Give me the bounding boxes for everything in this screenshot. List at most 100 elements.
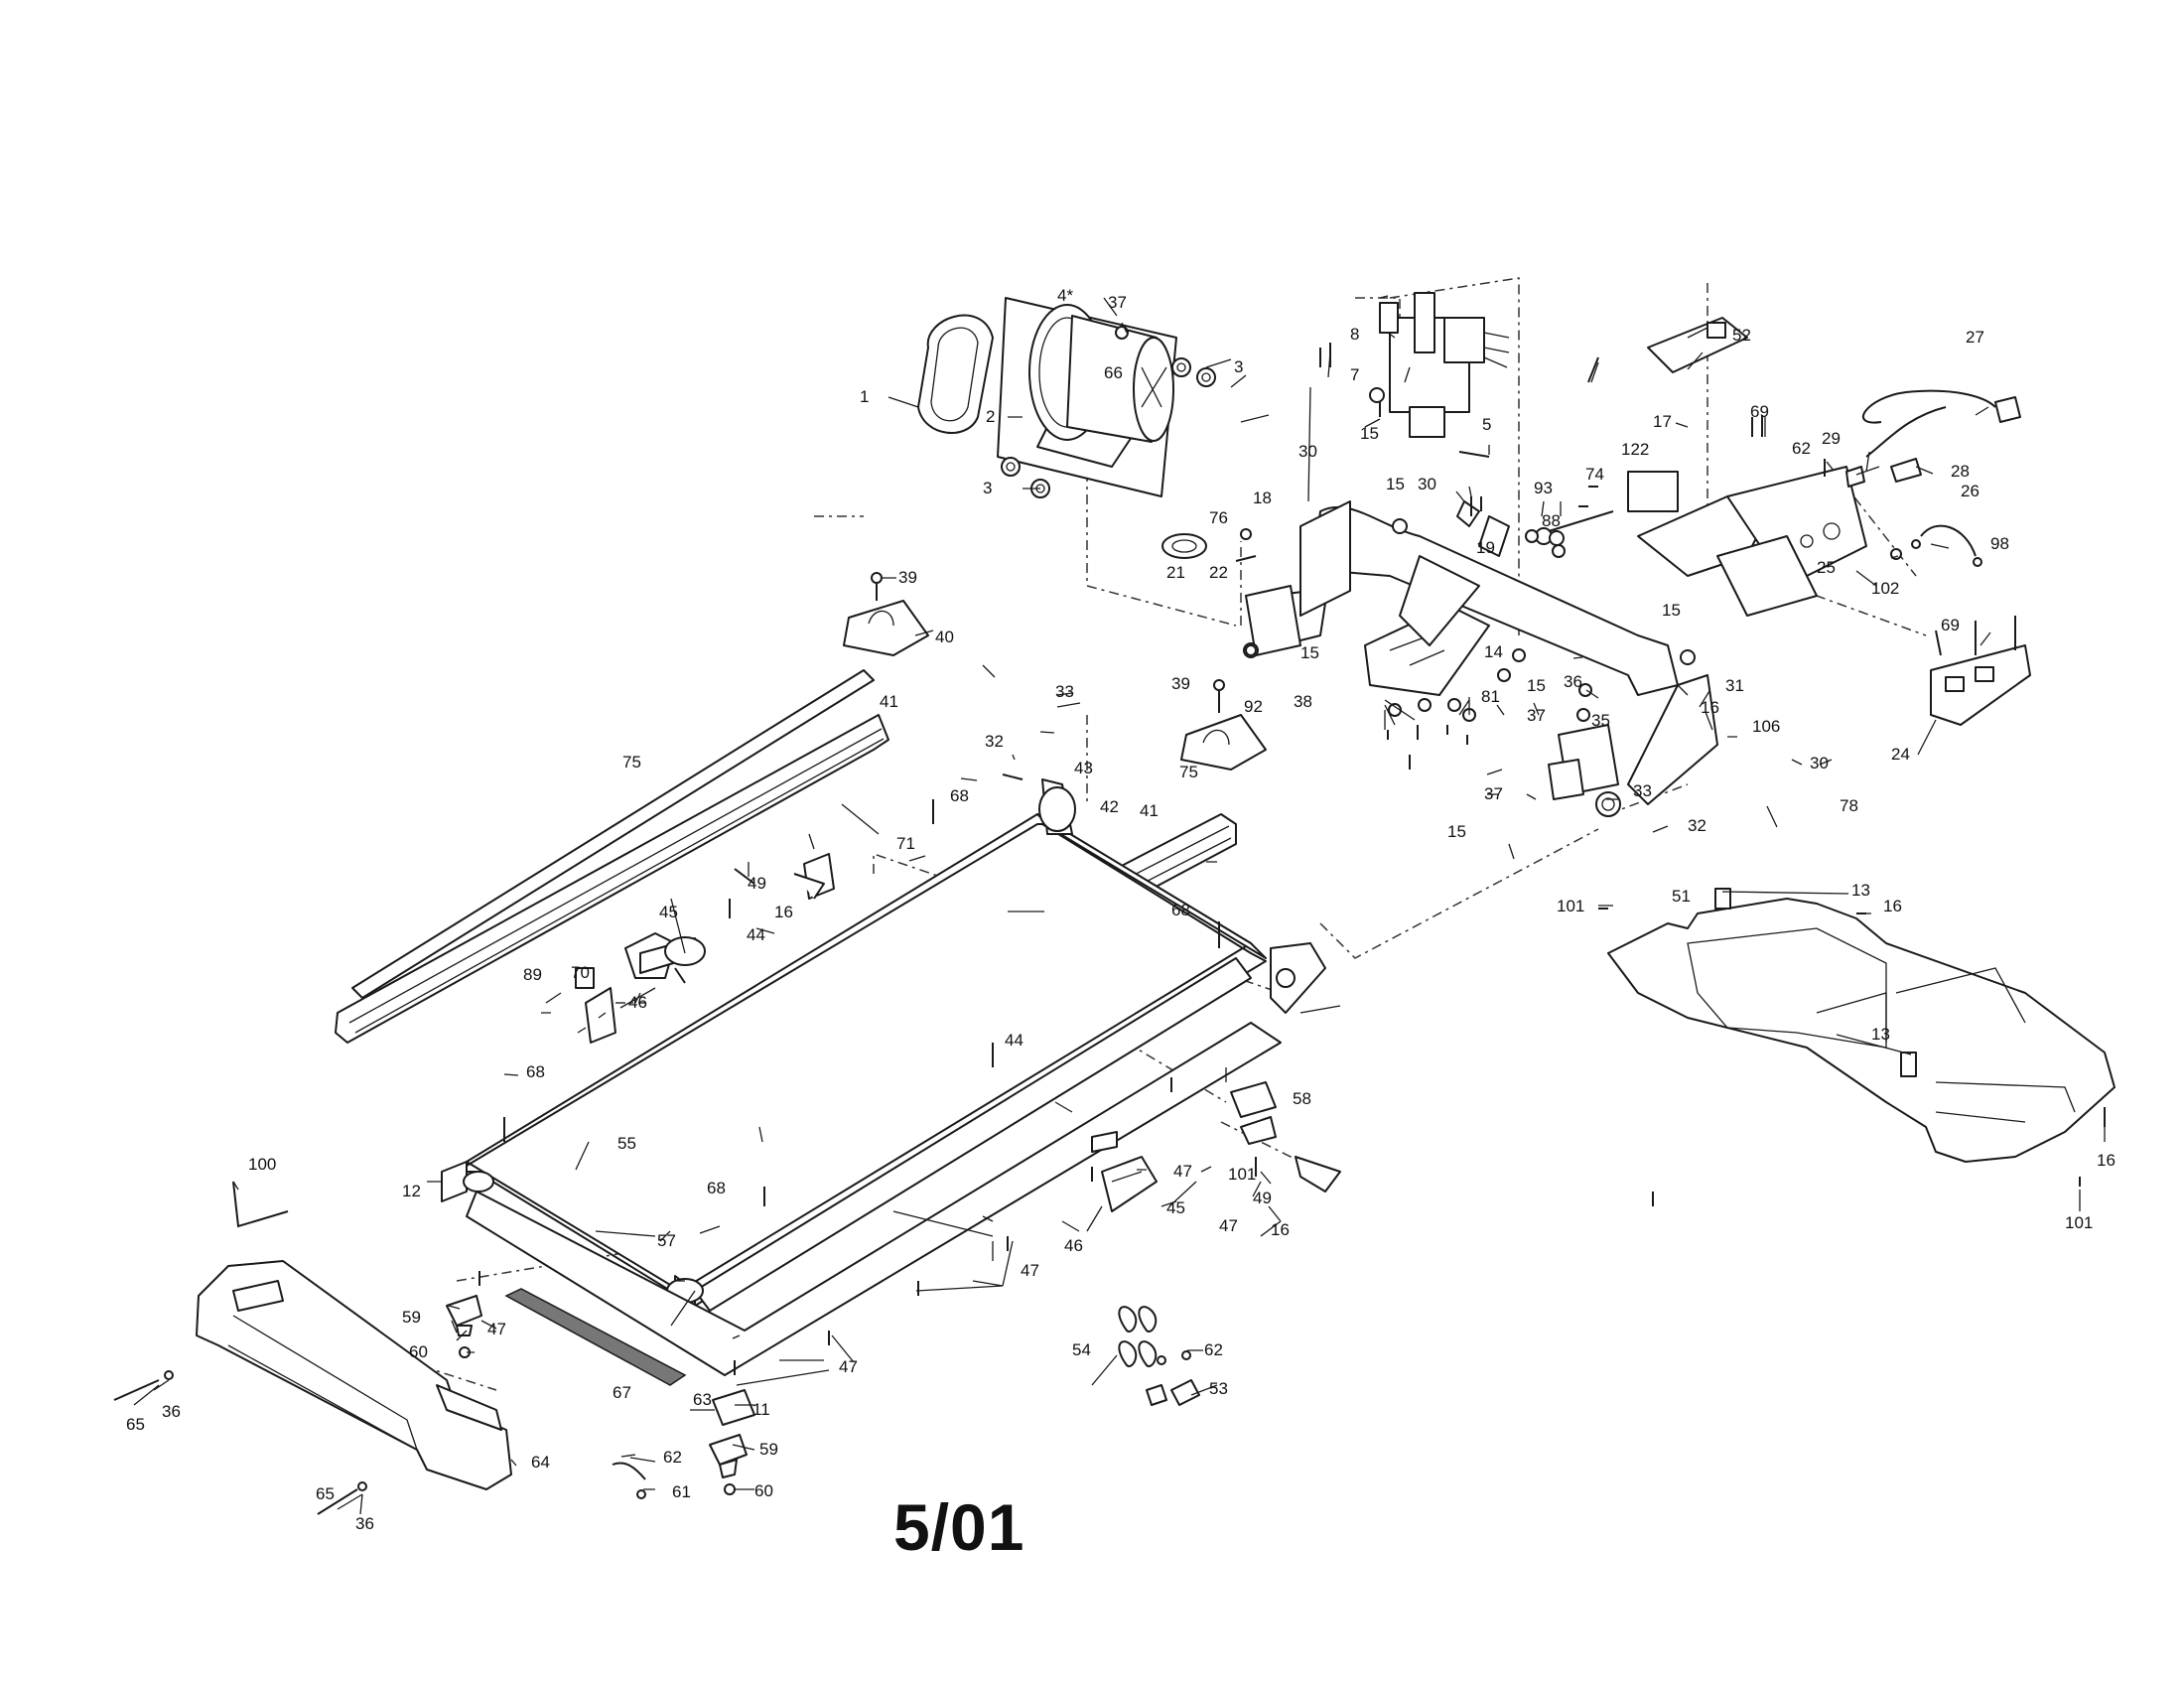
callout-49: 49 xyxy=(1253,1189,1272,1207)
callout-36: 36 xyxy=(1564,672,1582,691)
callout-21: 21 xyxy=(1166,563,1185,582)
callout-35: 35 xyxy=(1591,711,1610,730)
callout-37: 37 xyxy=(1484,784,1503,803)
callout-44: 44 xyxy=(747,925,765,944)
callout-labels: 1 2 3 3 4* 5 7 8 11 12 13 13 14 15 15 15… xyxy=(126,286,2116,1533)
callout-29: 29 xyxy=(1822,429,1841,448)
callout-24: 24 xyxy=(1891,745,1910,764)
callout-65: 65 xyxy=(316,1484,335,1503)
callout-41: 41 xyxy=(880,692,898,711)
callout-54: 54 xyxy=(1072,1340,1091,1359)
callout-43: 43 xyxy=(1074,759,1093,777)
callout-13: 13 xyxy=(1871,1025,1890,1044)
callout-3: 3 xyxy=(1234,357,1243,376)
callout-101: 101 xyxy=(1557,897,1584,915)
callout-68: 68 xyxy=(1171,901,1190,919)
callout-46: 46 xyxy=(1064,1236,1083,1255)
motor-assembly xyxy=(997,297,1177,497)
callout-47: 47 xyxy=(487,1320,506,1338)
callout-37: 37 xyxy=(1108,293,1127,312)
callout-60: 60 xyxy=(409,1342,428,1361)
callout-64: 64 xyxy=(531,1453,550,1472)
drive-belt xyxy=(916,314,995,434)
callout-39: 39 xyxy=(898,568,917,587)
rear-hood xyxy=(1598,888,2116,1187)
date-code: 5/01 xyxy=(893,1490,1025,1564)
callout-33: 33 xyxy=(1055,682,1074,701)
callout-68: 68 xyxy=(526,1062,545,1081)
belt-guide xyxy=(504,1288,687,1386)
callout-15: 15 xyxy=(1360,424,1379,443)
deck-screws xyxy=(478,773,1654,1375)
callout-74: 74 xyxy=(1585,465,1604,484)
callout-75: 75 xyxy=(1179,763,1198,781)
callout-47: 47 xyxy=(839,1357,858,1376)
callout-16: 16 xyxy=(2097,1151,2116,1170)
callout-89: 89 xyxy=(523,965,542,984)
callout-69: 69 xyxy=(1941,616,1960,634)
callout-59: 59 xyxy=(402,1308,421,1327)
callout-30: 30 xyxy=(1810,754,1829,772)
callout-7: 7 xyxy=(1350,365,1359,384)
callout-12: 12 xyxy=(402,1182,421,1200)
callout-51: 51 xyxy=(1672,887,1691,906)
callout-81: 81 xyxy=(1481,687,1500,706)
callout-60: 60 xyxy=(754,1481,773,1500)
feet-and-levelers xyxy=(232,1116,1277,1499)
callout-36: 36 xyxy=(355,1514,374,1533)
callout-15: 15 xyxy=(1527,676,1546,695)
callout-28: 28 xyxy=(1951,462,1970,481)
callout-27: 27 xyxy=(1966,328,1984,347)
callout-15: 15 xyxy=(1300,643,1319,662)
callout-30: 30 xyxy=(1418,475,1436,493)
callout-62: 62 xyxy=(663,1448,682,1467)
callout-98: 98 xyxy=(1990,534,2009,553)
callout-37: 37 xyxy=(1527,706,1546,725)
callout-68: 68 xyxy=(707,1179,726,1197)
callout-61: 61 xyxy=(672,1482,691,1501)
callout-122: 122 xyxy=(1621,440,1649,459)
callout-32: 32 xyxy=(1688,816,1706,835)
callout-13: 13 xyxy=(1851,881,1870,900)
callout-39: 39 xyxy=(1171,674,1190,693)
callout-30: 30 xyxy=(1298,442,1317,461)
callout-40: 40 xyxy=(935,628,954,646)
callout-76: 76 xyxy=(1209,508,1228,527)
left-side-rails xyxy=(335,572,929,1044)
front-hood xyxy=(113,1260,512,1515)
incline-frame xyxy=(1243,500,1718,817)
callout-3: 3 xyxy=(983,479,992,497)
callout-45: 45 xyxy=(659,903,678,921)
electronics xyxy=(1627,317,2031,726)
callout-36: 36 xyxy=(162,1402,181,1421)
callout-68: 68 xyxy=(950,786,969,805)
callout-leaders xyxy=(133,295,2106,1515)
callout-49: 49 xyxy=(748,874,766,893)
callout-78: 78 xyxy=(1840,796,1858,815)
callout-52: 52 xyxy=(1732,326,1751,345)
callout-59: 59 xyxy=(759,1440,778,1459)
callout-17: 17 xyxy=(1653,412,1672,431)
callout-47: 47 xyxy=(1219,1216,1238,1235)
callout-32: 32 xyxy=(985,732,1004,751)
callout-41: 41 xyxy=(1140,801,1159,820)
callout-57: 57 xyxy=(657,1231,676,1250)
callout-101: 101 xyxy=(2065,1213,2093,1232)
callout-22: 22 xyxy=(1209,563,1228,582)
deck-parts xyxy=(575,853,1341,1212)
callout-44: 44 xyxy=(1005,1031,1024,1050)
callout-71: 71 xyxy=(896,834,915,853)
callout-26: 26 xyxy=(1961,482,1979,500)
callout-15: 15 xyxy=(1447,822,1466,841)
callout-67: 67 xyxy=(613,1383,631,1402)
callout-4: 4* xyxy=(1057,286,1073,305)
callout-8: 8 xyxy=(1350,325,1359,344)
callout-19: 19 xyxy=(1476,538,1495,557)
callout-33: 33 xyxy=(1633,781,1652,800)
callout-102: 102 xyxy=(1871,579,1899,598)
callout-106: 106 xyxy=(1752,717,1780,736)
callout-62: 62 xyxy=(1204,1340,1223,1359)
callout-14: 14 xyxy=(1484,642,1503,661)
callout-63: 63 xyxy=(693,1390,712,1409)
